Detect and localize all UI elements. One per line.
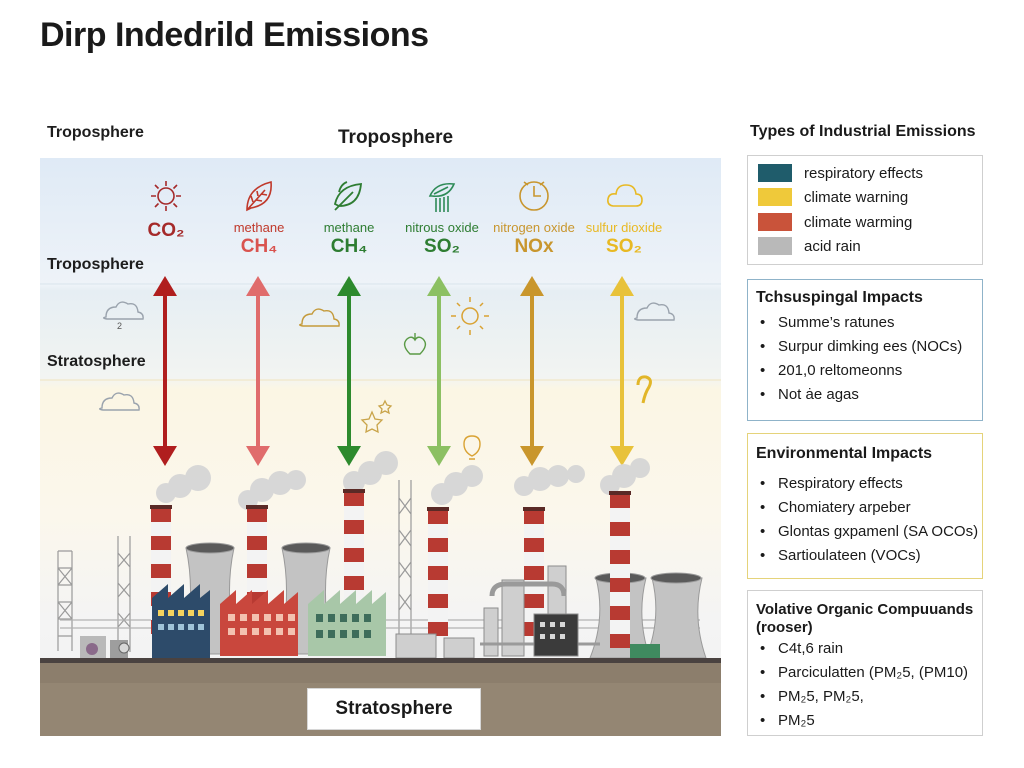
sun-icon [451,297,489,335]
cloud-icon [634,302,675,321]
sky-annotation: 2 [117,321,122,331]
layer-label-middle-lower: Stratosphere [47,353,146,370]
voc-panel: Volative Organic Compuuands (rooser) C4t… [747,590,983,736]
double-arrow [520,276,544,466]
list-item: Chomiatery arpeber [756,496,978,520]
list-item: Surpur dimking ees (NOCs) [756,335,962,359]
cloud-icon [299,308,340,327]
legend-item: acid rain [758,236,861,256]
list-item: 201,0 reltomeonns [756,359,962,383]
factory-building [308,590,386,656]
list-item: C4t,6 rain [756,637,968,661]
list-item: Sartioulateen (VOCs) [756,544,978,568]
list-item: Glontas gxpamenl (SA OCOs) [756,520,978,544]
legend-swatch [758,237,792,255]
legend-item: climate warning [758,187,908,207]
layer-label-top-center: Troposphere [338,127,454,148]
lightbulb-icon [463,435,481,460]
leaf-icon [246,180,272,212]
layer-label-bottom: Stratosphere [307,688,481,730]
gas-label: sulfur dioxide SO₂ [574,176,674,258]
tech-impacts-title: Tchsuspingal Impacts [756,289,923,306]
cloud-icon [99,392,140,411]
list-item: Summe’s ratunes [756,311,962,335]
double-arrow [153,276,177,466]
factory-building [220,590,298,656]
chimney [609,491,631,648]
apple-icon [403,333,427,355]
chimney [427,507,449,650]
star-icon [360,399,393,434]
legend-item: climate warming [758,212,912,232]
layer-label-top-left: Troposphere [47,124,144,141]
question-icon [636,375,652,404]
gas-label: methane CH₄ [299,176,399,258]
list-item: Parciculatten (PM₂5, (PM10) [756,661,968,685]
list-item: Respiratory effects [756,472,978,496]
arrows-group [153,276,634,466]
environmental-impacts-panel: Environmental Impacts Respiratory effect… [747,433,983,579]
clock-icon [519,181,549,211]
cloud-icon [607,184,643,207]
gas-label: nitrogen oxide NOx [484,176,584,258]
double-arrow [610,276,634,466]
tech-impacts-panel: Tchsuspingal Impacts Summe’s ratunes Sur… [747,279,983,421]
emissions-diagram: 2 [40,158,721,736]
legend-swatch [758,213,792,231]
double-arrow [246,276,270,466]
legend-swatch [758,164,792,182]
list-item: Not ȧe agas [756,383,962,407]
sun-icon [151,181,181,211]
list-item: PM₂5, PM₂5, [756,685,968,709]
legend-swatch [758,188,792,206]
types-panel-title: Types of Industrial Emissions [750,123,976,140]
leaf-icon [333,181,362,211]
plant-icon [428,182,456,212]
environmental-impacts-title: Environmental Impacts [756,445,933,462]
atmosphere-illustration: 2 [40,158,721,736]
factory-building [152,584,210,658]
list-item: PM₂5 [756,709,968,733]
page-title: Dirp Indedrild Emissions [40,16,429,54]
refinery [395,565,600,659]
double-arrow [337,276,361,466]
double-arrow [427,276,451,466]
gas-label: methane CH₄ [209,176,309,258]
small-buildings [80,636,660,658]
types-legend: respiratory effects climate warning clim… [747,155,983,265]
gas-label: nitrous oxide SO₂ [392,176,492,258]
legend-item: respiratory effects [758,163,923,183]
gas-label: CO₂ [116,176,216,242]
voc-panel-title: Volative Organic Compuuands (rooser) [756,601,974,636]
cloud-icon [103,301,144,320]
layer-label-middle-upper: Troposphere [47,256,144,273]
